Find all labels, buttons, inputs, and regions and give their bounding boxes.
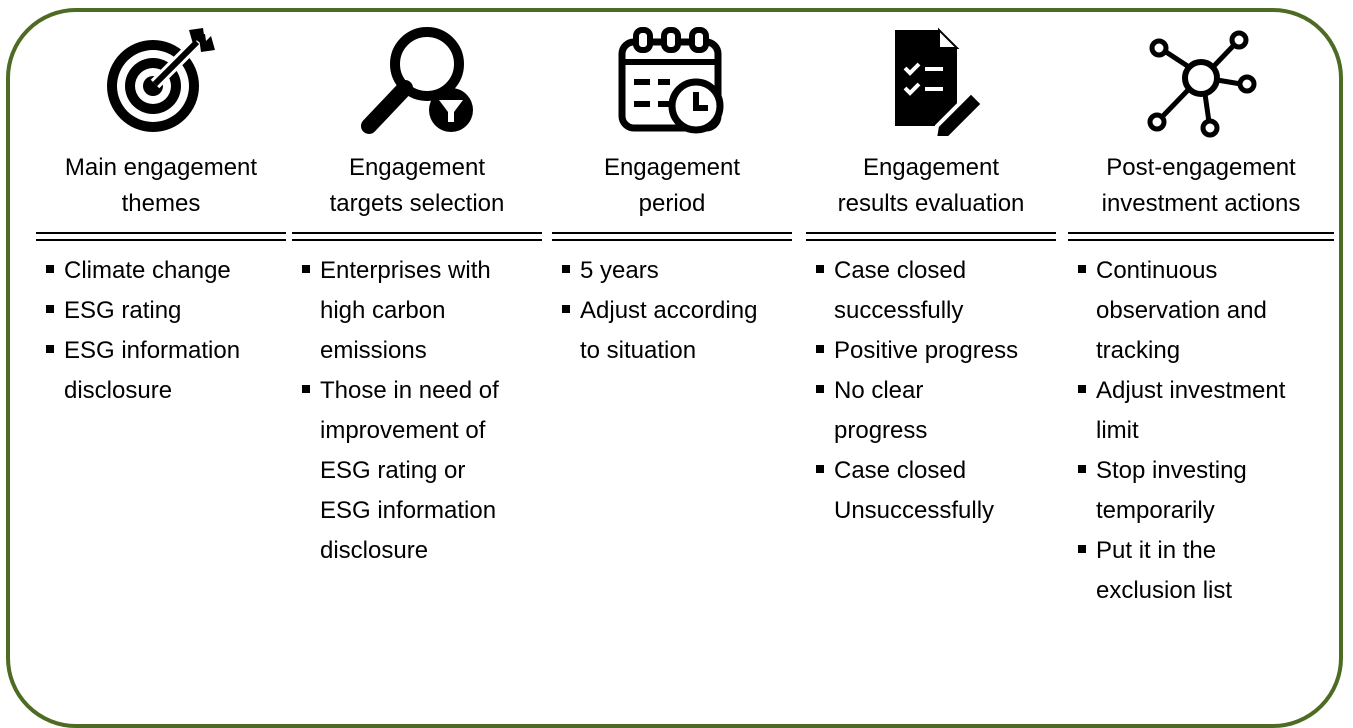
column-title: Engagement targets selection: [329, 154, 505, 217]
double-rule: [1068, 232, 1334, 241]
column-title: Engagement period: [603, 154, 741, 217]
column-title: Post-engagement investment actions: [1101, 154, 1301, 217]
column-title: Main engagement themes: [64, 154, 258, 217]
double-rule: [552, 232, 792, 241]
list-item: Positive progress: [806, 331, 1056, 371]
column-engagement-results-evaluation: Engagement results evaluation Case close…: [806, 0, 1056, 700]
bullet-list: Climate change ESG rating ESG informatio…: [36, 251, 286, 411]
list-item: ESG rating: [36, 291, 286, 331]
double-rule: [806, 232, 1056, 241]
list-item: 5 years: [552, 251, 792, 291]
column-engagement-period: Engagement period 5 years Adjust accordi…: [552, 0, 792, 700]
double-rule: [292, 232, 542, 241]
column-title: Engagement results evaluation: [837, 154, 1025, 217]
column-post-engagement-investment-actions: Post-engagement investment actions Conti…: [1068, 0, 1334, 700]
network-hub-icon: [1143, 22, 1259, 138]
list-item: Climate change: [36, 251, 286, 291]
document-checklist-pen-icon: [873, 22, 989, 138]
target-icon: [103, 22, 219, 138]
magnifier-filter-icon: [359, 22, 475, 138]
column-engagement-targets-selection: Engagement targets selection Enterprises…: [292, 0, 542, 700]
double-rule: [36, 232, 286, 241]
calendar-clock-icon: [614, 22, 730, 138]
column-main-engagement-themes: Main engagement themes Climate change ES…: [36, 0, 286, 700]
